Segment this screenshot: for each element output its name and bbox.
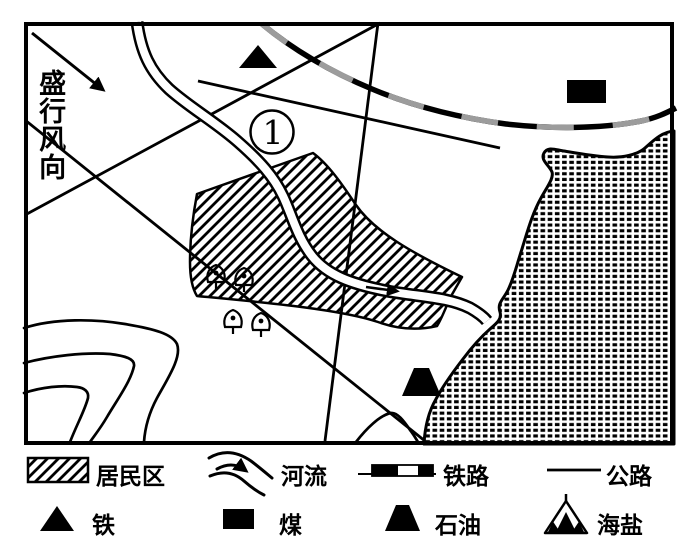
coastal-hill-contour (354, 411, 420, 444)
legend-railway-icon (358, 464, 436, 477)
coal-deposit-icon (567, 80, 606, 103)
legend-residential-label: 居民区 (96, 463, 165, 490)
oil-deposit-icon (402, 368, 441, 396)
railway-gray-dashes (260, 21, 678, 131)
legend-residential-swatch (26, 456, 90, 484)
legend-oil-icon (385, 505, 420, 531)
legend-river-label: 河流 (281, 463, 327, 490)
area-marker-circle (249, 109, 295, 155)
contour-lines (22, 318, 420, 444)
legend-symbols (26, 451, 601, 535)
river-water (133, 21, 491, 324)
prevailing-wind-arrow (31, 31, 106, 92)
legend-iron-icon (40, 506, 74, 531)
contour-line-inner (22, 384, 90, 444)
legend-road-label: 公路 (606, 463, 652, 490)
seasalt-site-icon (223, 308, 243, 336)
road-line-short (197, 79, 501, 150)
legend-coal-icon (223, 509, 254, 529)
map-frame (24, 22, 674, 445)
railway-track (260, 21, 678, 131)
legend-seasalt-icon (543, 494, 589, 535)
river-flow-arrow (365, 283, 400, 297)
wind-direction-label: 盛行风向 (34, 69, 66, 181)
contour-line-middle (22, 352, 136, 444)
legend-coal-label: 煤 (279, 512, 302, 539)
legend-railway-label: 铁路 (443, 463, 489, 490)
sea-area (422, 129, 676, 446)
legend-seasalt-label: 海盐 (597, 512, 643, 539)
legend-iron-label: 铁 (92, 512, 115, 539)
legend-oil-label: 石油 (435, 512, 481, 539)
seasalt-site-icon (251, 311, 271, 339)
area-marker-label: 1 (262, 113, 284, 152)
legend-river-icon (207, 451, 274, 497)
river (130, 21, 493, 326)
iron-deposit-icon (239, 45, 277, 68)
contour-line-outer (22, 318, 180, 444)
railway-base (260, 21, 678, 131)
